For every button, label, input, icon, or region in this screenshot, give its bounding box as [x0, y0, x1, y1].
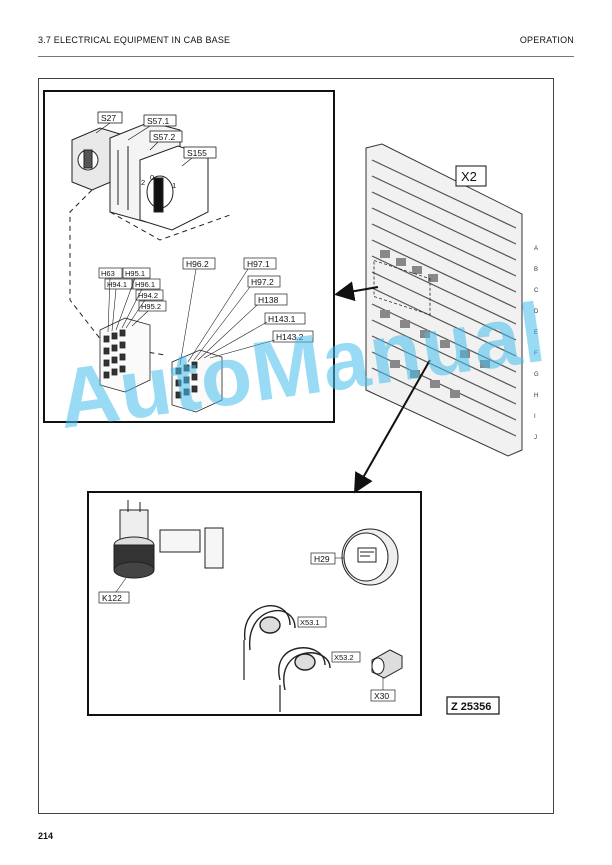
- label-h97-1: H97.1: [247, 259, 270, 269]
- label-x2: X2: [461, 169, 477, 184]
- label-k122: K122: [102, 593, 122, 603]
- svg-text:H: H: [534, 393, 538, 399]
- x30-connector: [371, 649, 403, 679]
- h29-gauge: [341, 528, 399, 586]
- label-h143-1: H143.1: [268, 314, 296, 324]
- relay-block-right: [171, 349, 223, 413]
- label-s155: S155: [187, 148, 207, 158]
- label-h94-1: H94.1: [107, 280, 127, 289]
- label-x53-1: X53.1: [300, 618, 320, 627]
- svg-text:D: D: [534, 309, 539, 315]
- label-x53-2: X53.2: [334, 653, 354, 662]
- switch-assembly: [71, 121, 209, 231]
- label-h97-2: H97.2: [251, 277, 274, 287]
- section-title: 3.7 ELECTRICAL EQUIPMENT IN CAB BASE: [38, 35, 231, 45]
- panel-x2: [365, 143, 523, 457]
- switch-position-2: 2: [141, 178, 145, 187]
- page-number: 214: [38, 831, 54, 841]
- label-h63: H63: [101, 269, 115, 278]
- label-h143-2: H143.2: [276, 332, 304, 342]
- lower-detail-box: [87, 491, 422, 716]
- arrow-to-upper-detail: [334, 281, 379, 302]
- label-s57-1: S57.1: [147, 116, 169, 126]
- svg-text:E: E: [534, 330, 538, 336]
- label-h96-2: H96.2: [186, 259, 209, 269]
- figure-frame: [38, 78, 554, 814]
- figure-id: Z 25356: [451, 701, 491, 713]
- switch-position-0: 0: [150, 173, 154, 182]
- svg-text:I: I: [534, 414, 536, 420]
- svg-text:F: F: [534, 351, 538, 357]
- switch-labels: S27 S57.1 S57.2 S155: [95, 111, 217, 167]
- svg-text:G: G: [534, 372, 539, 378]
- relay-labels-left: H63 H95.1 H94.1 H96.1 H94.2 H95.2: [98, 267, 167, 333]
- label-h95-1: H95.1: [125, 269, 145, 278]
- label-s27: S27: [101, 113, 116, 123]
- switch-position-1: 1: [172, 181, 176, 190]
- header-divider: [38, 56, 574, 57]
- label-x30: X30: [374, 691, 389, 701]
- label-h138: H138: [258, 295, 279, 305]
- svg-text:C: C: [534, 288, 539, 294]
- x53-2-connector: [278, 647, 331, 712]
- k122-component: [113, 500, 224, 579]
- upper-detail-box: [43, 90, 335, 423]
- svg-text:B: B: [534, 267, 538, 273]
- svg-text:A: A: [534, 246, 538, 252]
- relay-block-left: [99, 317, 151, 393]
- arrow-to-lower-detail: [354, 359, 431, 494]
- label-h29: H29: [314, 554, 330, 564]
- row-letters: A B C D E F G H I J: [534, 246, 539, 441]
- label-h95-2: H95.2: [141, 302, 161, 311]
- relay-labels-right: H96.2 H97.1 H97.2 H138 H143.1 H143.2: [179, 257, 314, 366]
- label-h96-1: H96.1: [135, 280, 155, 289]
- label-h94-2: H94.2: [138, 291, 158, 300]
- label-s57-2: S57.2: [153, 132, 175, 142]
- x53-1-connector: [243, 605, 296, 680]
- svg-text:J: J: [534, 435, 537, 441]
- chapter-title: OPERATION: [519, 35, 574, 45]
